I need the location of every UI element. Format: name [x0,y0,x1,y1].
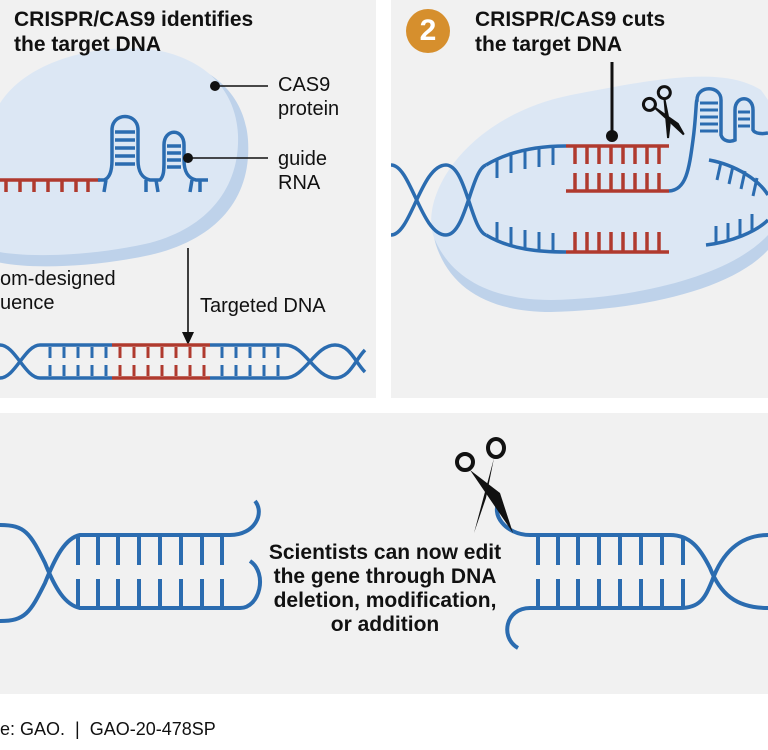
custom-sequence-strand [0,178,100,192]
step1-illustration [0,48,367,380]
caption-line2: the gene through DNA [273,565,497,588]
cas9-pointer-dot [210,81,220,91]
step1-title: CRISPR/CAS9 identifies the target DNA [14,7,253,57]
step1-panel: CRISPR/CAS9 identifies the target DNA CA… [0,0,376,398]
step2-illustration [391,62,768,312]
step2-title-line1: CRISPR/CAS9 cuts [475,8,666,31]
caption-line1: Scientists can now edit [268,541,502,564]
dna-left-rungs [76,537,224,607]
guide-label-line1: guide [278,148,327,170]
cas9-protein-label: CAS9 protein [278,73,339,121]
step3-illustration [0,437,768,650]
guide-rna-rungs [700,101,759,244]
dna-right-rungs [536,537,685,607]
custom-label-line2: uence [0,292,55,314]
guide-rna-label: guide RNA [278,147,327,195]
custom-label-line1: om-designed [0,268,116,290]
scissors-icon [455,437,513,533]
custom-sequence-label: om-designed uence [0,267,116,315]
target-dna-red [566,144,669,254]
caption-line3: deletion, modification, [273,589,497,612]
guide-pointer-dot [183,153,193,163]
dna-right-half [494,499,768,650]
dna-helix-left [391,144,567,254]
leader-lines [187,85,268,335]
caption-line4: or addition [330,613,440,636]
scissors-icon [641,85,685,139]
step2-title-line2: the target DNA [475,33,623,56]
step1-title-line1: CRISPR/CAS9 identifies [14,8,254,31]
cas9-protein [0,48,239,256]
dna-left-half [0,499,262,623]
edit-gene-caption: Scientists can now edit the gene through… [220,541,550,637]
cut-pointer-dot [606,130,618,142]
dna-rungs-left [495,147,555,251]
targeted-dna [0,343,367,380]
step3-panel: Scientists can now edit the gene through… [0,413,768,694]
targeted-dna-label: Targeted DNA [200,295,326,317]
source-note: e: GAO. | GAO-20-478SP [0,719,216,739]
step-number-badge: 2 [406,9,450,53]
arrow-head [182,332,194,345]
targeted-dna-rungs [48,347,280,376]
step1-title-line2: the target DNA [14,33,162,56]
cas9-label-line1: CAS9 [278,74,331,96]
cas9-label-line2: protein [278,98,340,120]
step2-panel: 2 CRISPR/CAS9 cuts the target DNA [391,0,768,398]
step2-title: CRISPR/CAS9 cuts the target DNA [475,7,665,57]
guide-label-line2: RNA [278,172,321,194]
